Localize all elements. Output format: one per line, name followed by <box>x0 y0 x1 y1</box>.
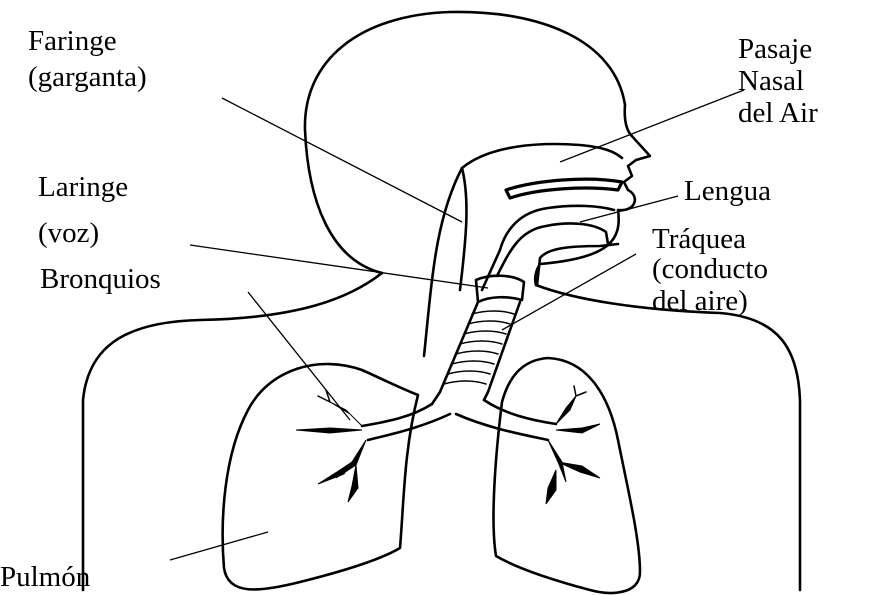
left-bronchiole <box>296 428 362 433</box>
right-bronchiole-tip <box>574 386 586 396</box>
right-bronchiole <box>556 396 576 424</box>
labels: Faringe (garganta) Pasaje Nasal del Air … <box>0 25 819 593</box>
right-lung <box>494 358 640 593</box>
pharynx-wall <box>460 168 466 290</box>
right-bronchus-lower <box>456 414 548 440</box>
trachea-ring <box>472 311 514 314</box>
right-bronchiole <box>556 424 600 433</box>
lungs <box>223 358 640 593</box>
palate <box>506 179 622 198</box>
right-bronchiole <box>548 440 566 482</box>
left-bronchiole <box>318 462 352 484</box>
nasal-cavity <box>424 144 622 356</box>
trachea-ring <box>452 361 494 364</box>
leader-bronquios <box>248 292 350 420</box>
trachea-right-wall <box>484 302 520 400</box>
label-bronquios: Bronquios <box>40 263 161 295</box>
label-pulmon: Pulmón <box>0 561 91 593</box>
leader-lengua <box>580 196 678 222</box>
trachea-ring <box>468 321 510 324</box>
leader-lines <box>170 90 744 560</box>
label-lengua: Lengua <box>684 175 771 207</box>
label-traquea: Tráquea (conducto del aire) <box>652 223 775 317</box>
label-faringe: Faringe (garganta) <box>28 25 147 93</box>
trachea-ring <box>460 341 502 344</box>
leader-faringe <box>222 98 462 222</box>
mouth-floor <box>537 244 618 285</box>
right-bronchus <box>484 400 556 424</box>
right-shoulder-outline <box>536 285 800 590</box>
label-laringe: Laringe (voz) <box>38 171 135 249</box>
left-bronchus <box>362 404 432 426</box>
airway-upper <box>424 144 622 356</box>
trachea-ring <box>444 381 486 384</box>
right-bronchiole <box>546 470 556 504</box>
leader-pasaje-nasal <box>560 90 744 162</box>
trachea <box>432 276 524 404</box>
bronchi <box>296 386 600 504</box>
trachea-left-wall <box>432 302 478 404</box>
leader-pulmon <box>170 532 268 560</box>
left-bronchiole <box>348 465 358 502</box>
trachea-ring <box>464 331 506 334</box>
leader-laringe <box>190 245 488 288</box>
trachea-ring <box>456 351 498 354</box>
label-pasaje-nasal: Pasaje Nasal del Air <box>738 33 819 129</box>
trachea-ring <box>448 371 490 374</box>
